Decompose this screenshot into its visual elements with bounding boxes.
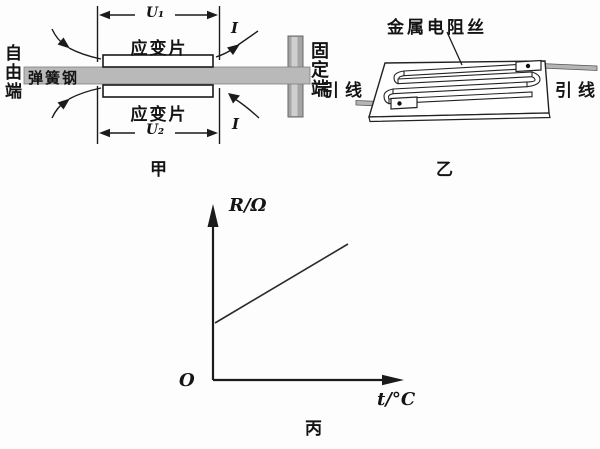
lead-right-label: 引线 bbox=[555, 81, 600, 100]
dim-u2-label: U₂ bbox=[145, 122, 165, 138]
strain-gauge-top bbox=[102, 54, 214, 68]
substrate-plate-edge bbox=[368, 112, 551, 123]
serpentine-wire bbox=[383, 63, 541, 105]
rt-data-line bbox=[214, 243, 349, 324]
dim-u1-label: U₁ bbox=[145, 5, 165, 21]
current-arrows bbox=[51, 28, 260, 119]
x-axis-label: t/°C bbox=[377, 389, 416, 410]
strain-gauge-bottom bbox=[102, 84, 214, 98]
strain-gauge-top-label: 应变片 bbox=[130, 39, 188, 58]
caption-bing: 丙 bbox=[305, 419, 322, 438]
spring-steel-label: 弹簧钢 bbox=[28, 70, 80, 87]
origin-label: O bbox=[179, 370, 195, 391]
label-pointer-line bbox=[446, 31, 463, 66]
caption-jia: 甲 bbox=[150, 160, 167, 179]
y-axis-label: R/Ω bbox=[229, 195, 267, 216]
caption-yi: 乙 bbox=[436, 160, 453, 179]
dim-arrow-u1 bbox=[99, 10, 218, 20]
dimension-lines bbox=[96, 6, 221, 144]
rt-graph bbox=[207, 204, 404, 386]
current-bottom-label: I bbox=[232, 115, 240, 133]
metal-wire-label: 金属电阻丝 bbox=[387, 18, 487, 37]
free-end-label: 自由端 bbox=[2, 44, 21, 101]
resistance-element bbox=[355, 31, 598, 123]
fixed-end-label: 固定端 bbox=[309, 41, 329, 98]
current-top-label: I bbox=[231, 19, 239, 37]
y-axis-arrowhead bbox=[207, 204, 219, 227]
lead-wire-right bbox=[540, 63, 598, 71]
x-axis-arrowhead bbox=[382, 374, 404, 386]
dim-arrow-u2 bbox=[99, 128, 218, 138]
terminal-bottom-left bbox=[390, 96, 418, 110]
terminal-top-right bbox=[515, 59, 542, 73]
lead-left-label: 引线 bbox=[322, 81, 368, 100]
strain-gauge-bottom-label: 应变片 bbox=[130, 105, 188, 124]
